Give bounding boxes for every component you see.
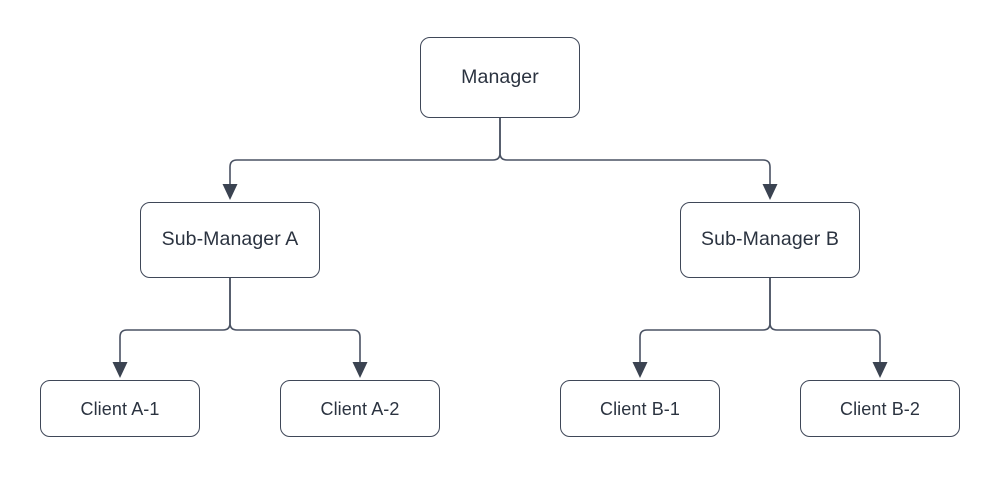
arrowhead-client-a2 (352, 362, 368, 378)
node-client-a2[interactable]: Client A-2 (280, 380, 440, 437)
arrowhead-client-b1 (632, 362, 648, 378)
node-client-b2-label: Client B-2 (839, 398, 921, 419)
edge-submanager-b-to-client-b1 (639, 278, 771, 366)
node-client-a1-label: Client A-1 (80, 398, 160, 419)
node-client-b1-label: Client B-1 (599, 398, 681, 419)
node-manager-label: Manager (461, 65, 539, 88)
node-client-b1[interactable]: Client B-1 (560, 380, 720, 437)
node-client-b2[interactable]: Client B-2 (800, 380, 960, 437)
edge-submanager-b-to-client-b2 (769, 278, 881, 366)
node-submanager-a[interactable]: Sub-Manager A (140, 202, 320, 278)
arrowhead-submanager-b (762, 184, 778, 200)
node-client-a1[interactable]: Client A-1 (40, 380, 200, 437)
arrowhead-submanager-a (222, 184, 238, 200)
node-submanager-a-label: Sub-Manager A (161, 228, 299, 251)
arrowhead-client-a1 (112, 362, 128, 378)
arrowhead-client-b2 (872, 362, 888, 378)
edge-manager-to-submanager-a (229, 118, 501, 188)
edge-manager-to-submanager-b (499, 118, 771, 188)
node-client-a2-label: Client A-2 (320, 398, 400, 419)
node-manager[interactable]: Manager (420, 37, 580, 118)
edge-submanager-a-to-client-a1 (119, 278, 231, 366)
node-submanager-b-label: Sub-Manager B (701, 228, 839, 251)
edge-submanager-a-to-client-a2 (229, 278, 361, 366)
node-submanager-b[interactable]: Sub-Manager B (680, 202, 860, 278)
